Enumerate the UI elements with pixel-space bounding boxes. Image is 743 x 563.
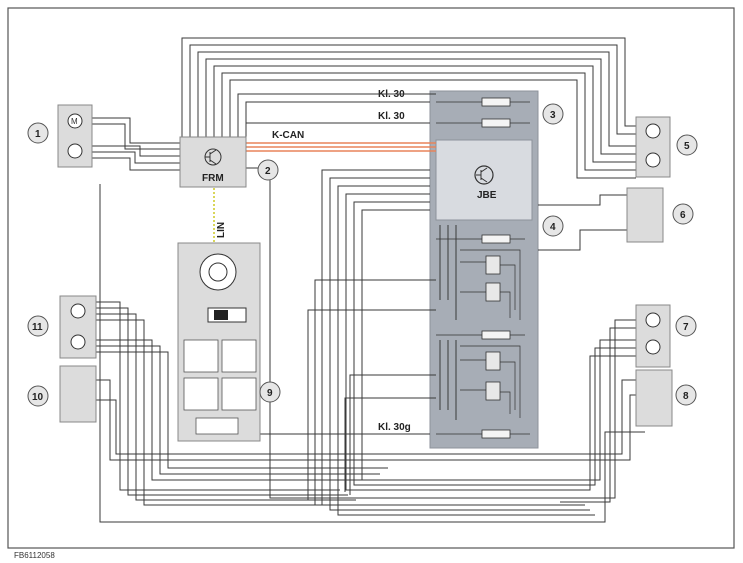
fuse-kl30-2: [481, 118, 511, 128]
callouts: 1 2 3 4 5 6 7 8 9 10 11: [27, 103, 698, 407]
kcan-label: K-CAN: [272, 130, 304, 141]
fuse-kl30-1: [481, 97, 511, 107]
component-10-box: [59, 365, 97, 423]
fuse-window-rear: [481, 330, 511, 340]
jbe-transistor-icon: [474, 165, 494, 185]
motor-1-m: M: [71, 117, 78, 126]
motor-11-icon: [70, 303, 86, 319]
component-6-box: [626, 187, 664, 243]
motor-7b-icon: [645, 339, 661, 355]
callout-9: 9: [267, 388, 273, 399]
relay-inner-wiring: [436, 101, 530, 435]
motor-5b-icon: [645, 152, 661, 168]
harness-wires: [92, 37, 645, 523]
motor-1b-icon: [67, 143, 83, 159]
kcan-bus: [246, 142, 436, 152]
mirror-joystick-icon: [199, 253, 237, 291]
callout-4: 4: [550, 222, 556, 233]
relay-1: [485, 255, 501, 275]
relay-4: [485, 381, 501, 401]
kl30-second-label: Kl. 30: [378, 111, 405, 122]
component-8-box: [635, 369, 673, 427]
fuse-window-front: [481, 234, 511, 244]
callout-2: 2: [265, 166, 271, 177]
reference-code: FB6112058: [14, 551, 55, 560]
callout-10: 10: [32, 392, 44, 403]
switch-black-part: [214, 310, 228, 320]
callout-5: 5: [684, 141, 690, 152]
jbe-transistor-symbol: [476, 167, 488, 183]
jbe-label: JBE: [477, 190, 497, 201]
callout-6: 6: [680, 210, 686, 221]
relay-3: [485, 351, 501, 371]
callout-7: 7: [683, 322, 689, 333]
relay-2: [485, 282, 501, 302]
motor-5-icon: [645, 123, 661, 139]
callout-3: 3: [550, 110, 556, 121]
lin-label: LIN: [216, 222, 227, 238]
frm-label: FRM: [202, 173, 224, 184]
kl30g-label: Kl. 30g: [378, 422, 411, 433]
fuse-kl30g: [481, 429, 511, 439]
motor-11b-icon: [70, 334, 86, 350]
window-switches: [183, 339, 257, 435]
callout-11: 11: [32, 322, 43, 333]
callout-8: 8: [683, 391, 689, 402]
joystick-center: [208, 262, 228, 282]
frm-transistor-symbol: [205, 149, 217, 165]
motor-1-icon: [67, 113, 83, 129]
motor-7-icon: [645, 312, 661, 328]
diagram-frame: [7, 7, 735, 549]
callout-1: 1: [35, 129, 41, 140]
